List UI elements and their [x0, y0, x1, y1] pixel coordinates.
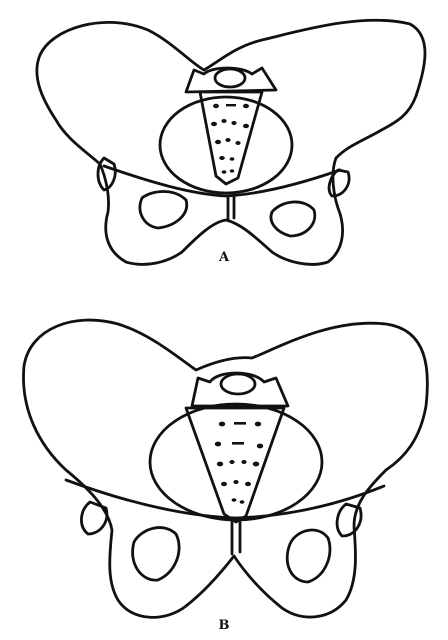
pelvis-drawing-a	[0, 0, 448, 280]
sacrum-b	[186, 408, 284, 522]
sacral-promontory-a	[215, 69, 245, 87]
obturator-foramen-left-b	[133, 528, 180, 581]
pelvis-figure-a	[0, 0, 448, 280]
obturator-foramen-left-a	[140, 192, 187, 229]
sacral-base-b	[192, 373, 288, 406]
figure-label-b: B	[0, 618, 448, 633]
pelvis-outline-b	[23, 320, 427, 617]
pelvis-figure-b	[0, 290, 448, 640]
pelvic-inlet-b	[150, 404, 322, 520]
obturator-foramen-right-a	[271, 202, 315, 236]
obturator-foramen-right-b	[287, 530, 330, 582]
pelvis-outline-a	[37, 20, 425, 264]
pelvis-drawing-b	[0, 290, 448, 640]
acetabulum-left-b	[81, 502, 106, 534]
figure-label-a: A	[0, 250, 448, 265]
pelvic-inlet-a	[160, 97, 292, 193]
sacral-base-a	[186, 68, 276, 92]
sacral-promontory-b	[221, 374, 255, 394]
